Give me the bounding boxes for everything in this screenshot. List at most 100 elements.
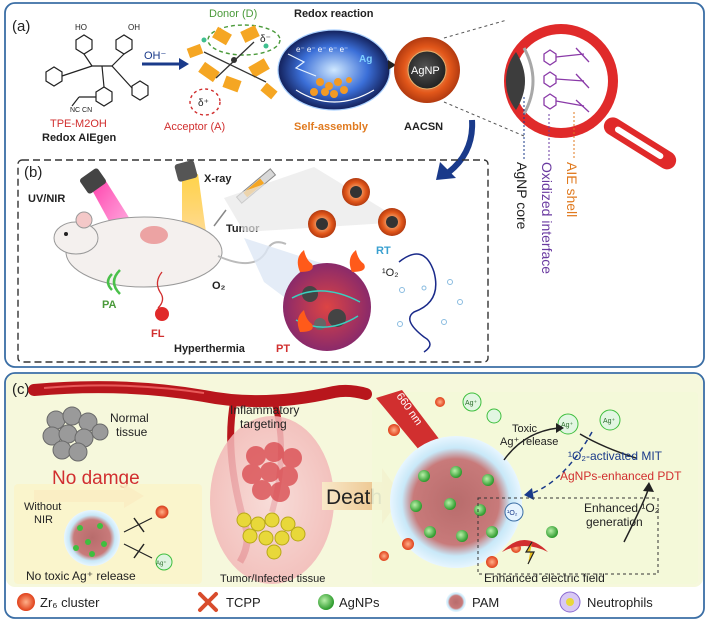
toxic-line-2: Ag⁺ release xyxy=(500,436,558,448)
xray-label: X-ray xyxy=(204,173,232,185)
block-mark-top xyxy=(133,517,145,533)
toxic-release-arrowhead xyxy=(556,423,564,433)
pdt-label: AgNPs-enhanced PDT xyxy=(560,469,682,483)
enhanced-o2-line-2: generation xyxy=(586,515,643,529)
acceptor-ellipse xyxy=(189,88,221,116)
aacsn-label: AACSN xyxy=(404,121,443,133)
mit-arrow xyxy=(579,433,637,459)
legend-pam-icon xyxy=(446,592,466,612)
pa-label: PA xyxy=(102,299,117,311)
pt-label: PT xyxy=(276,343,290,355)
legend-tcpp: TCPP xyxy=(226,595,261,610)
legend-tcpp-icon xyxy=(198,592,218,612)
legend: Zr₆ cluster TCPP AgNPs PAM Neutrophils xyxy=(17,591,653,613)
oh-label-right: OH xyxy=(128,23,140,32)
magnifier-interface xyxy=(522,47,535,115)
np-2-core xyxy=(316,218,328,230)
xray-emitter xyxy=(174,160,198,182)
donor-ellipse xyxy=(207,24,281,56)
np-1-core xyxy=(350,186,362,198)
flame-2 xyxy=(349,250,365,272)
arrow-head-to-da xyxy=(179,58,189,70)
shell-label: AIE shell xyxy=(564,162,580,217)
normal-tissue-line-1: Normal xyxy=(110,411,149,425)
arrow-to-panel-b xyxy=(447,119,476,175)
arrow-head-to-panel-b xyxy=(436,162,456,180)
ag-ion-label-3: Ag⁺ xyxy=(603,418,616,425)
legend-agnps: AgNPs xyxy=(339,595,380,610)
tumor-np-a xyxy=(302,286,318,302)
no-toxic-label: No toxic Ag⁺ release xyxy=(26,569,136,583)
feedback-arrowhead xyxy=(524,488,534,500)
ag-label: Ag xyxy=(359,54,372,65)
normal-tissue-line-2: tissue xyxy=(116,425,148,439)
legend-zr6: Zr₆ cluster xyxy=(40,595,100,610)
without-nir-line-1: Without xyxy=(24,501,61,513)
core-label: AgNP core xyxy=(514,162,530,230)
tumor-tissue-region xyxy=(210,416,334,584)
blocked-arrow-top xyxy=(123,517,153,533)
inflammatory-line-1: Inflammatory xyxy=(230,403,299,417)
without-nir-line-2: NIR xyxy=(34,514,53,526)
self-assembly-label: Self-assembly xyxy=(294,121,369,133)
magnifier-handle-slot xyxy=(614,126,664,160)
toxic-line-1: Toxic xyxy=(512,423,538,435)
molecule-class: Redox AIEgen xyxy=(42,132,116,144)
legend-agnps-icon xyxy=(318,594,334,610)
ag-ion-free xyxy=(155,553,173,571)
flame-3 xyxy=(297,310,313,332)
singlet-o2-bubble xyxy=(504,502,524,522)
mouse-head xyxy=(53,221,99,255)
legend-neutrophils-nucleus xyxy=(566,598,574,606)
magnifier-core-region xyxy=(505,52,525,110)
electric-field-box xyxy=(477,497,659,575)
block-mark-bottom xyxy=(133,543,145,559)
interface-label: Oxidized interface xyxy=(539,162,555,274)
ag-ions xyxy=(462,392,621,435)
ag-ion-label-2: Ag⁺ xyxy=(561,422,574,429)
redox-particles xyxy=(310,77,352,98)
inflamed-cells xyxy=(242,442,302,502)
uvnir-label: UV/NIR xyxy=(28,193,65,205)
dna-strand xyxy=(398,253,437,353)
fl-trace xyxy=(156,271,164,309)
zoom-cone-particles xyxy=(224,167,404,232)
tumor-mass xyxy=(283,263,371,351)
singlet-oxygen-label: ¹O₂ xyxy=(382,267,399,279)
inflammatory-line-2: targeting xyxy=(240,417,287,431)
toxic-release-arrow xyxy=(503,427,559,461)
mouse-eye xyxy=(64,232,68,236)
hydroxide-label: OH⁻ xyxy=(144,50,167,62)
cn-label: NC CN xyxy=(70,107,92,114)
o2-label: O₂ xyxy=(212,280,226,292)
molecule-structure xyxy=(45,34,149,107)
enhanced-o2-label: Enhanced ¹O₂ generation xyxy=(584,501,663,529)
zr-cluster-free xyxy=(155,505,169,519)
normal-tissue-label: Normal tissue xyxy=(110,411,152,439)
label-a: (a) xyxy=(12,18,30,35)
ag-ion-free-label: Ag⁺ xyxy=(156,560,167,567)
hyperthermia-label: Hyperthermia xyxy=(174,343,246,355)
electric-field-crescent xyxy=(502,540,548,552)
blood-vessel-highlight xyxy=(43,384,205,394)
flame-1 xyxy=(297,250,313,272)
oh-label-left: HO xyxy=(75,23,87,32)
no-damage-label: No damge xyxy=(52,468,140,489)
pam-active-agnps xyxy=(410,466,498,542)
agnp-label: AgNP xyxy=(411,65,440,77)
inflammatory-label: Inflammatory targeting xyxy=(230,403,303,431)
death-label: Death xyxy=(326,486,382,509)
ag-ion-label-1: Ag⁺ xyxy=(465,400,478,407)
acceptor-label: Acceptor (A) xyxy=(164,121,225,133)
electric-field-label: Enhanced electric field xyxy=(484,571,605,585)
enhanced-o2-line-1: Enhanced ¹O₂ xyxy=(584,501,660,515)
singlet-o2-small: ¹O₂ xyxy=(507,510,518,517)
uv-emitter xyxy=(80,168,106,194)
aacsn-core xyxy=(407,50,447,90)
pam-resting xyxy=(64,510,120,566)
pam-resting-agnps xyxy=(73,523,107,557)
label-c: (c) xyxy=(12,381,30,398)
tumor-tissue-label: Tumor/Infected tissue xyxy=(220,573,325,585)
tumor-cells xyxy=(236,512,306,560)
label-b: (b) xyxy=(24,164,42,181)
